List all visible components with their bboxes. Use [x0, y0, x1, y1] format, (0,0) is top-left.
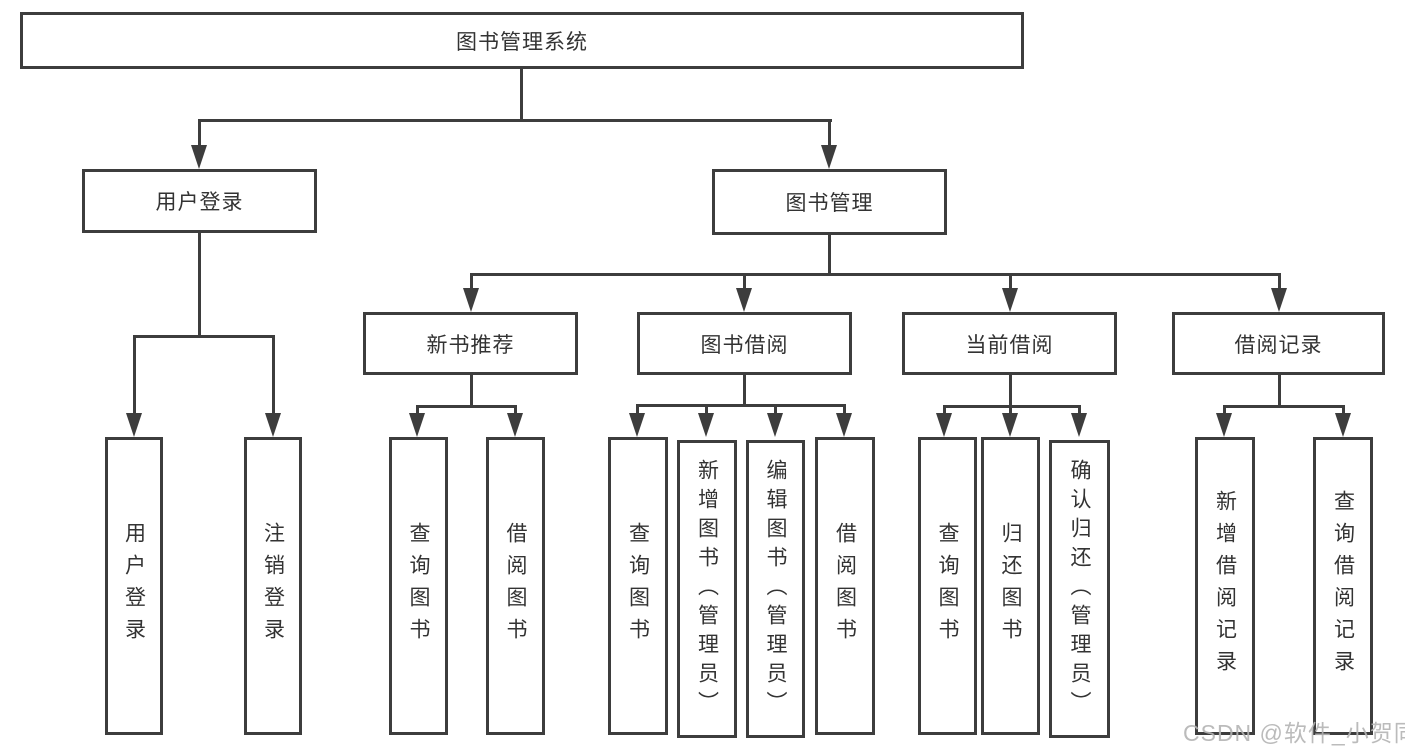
leaf-bb-edit-book: 编辑图书（管理员） [746, 440, 805, 738]
connector-borrow-record-rail [1223, 405, 1345, 408]
arrowhead-current-borrow [1002, 288, 1018, 312]
arrowhead-rec-borrow [507, 413, 523, 437]
arrowhead-borrow-record [1271, 288, 1287, 312]
connector-book-borrow-drop [743, 273, 746, 291]
leaf-bb-add-book: 新增图书（管理员） [677, 440, 737, 738]
arrowhead-new-book [463, 288, 479, 312]
leaf-br-query-record: 查询借阅记录 [1313, 437, 1373, 735]
leaf-cb-confirm-return: 确认归还（管理员） [1049, 440, 1110, 738]
connector-new-book-rail [416, 405, 517, 408]
arrowhead-cb-query [936, 413, 952, 437]
csdn-watermark: CSDN @软件_小贺同学 [1183, 720, 1405, 746]
node-book-borrow: 图书借阅 [637, 312, 852, 375]
connector-user-login-rail [133, 335, 275, 338]
leaf-rec-query-book: 查询图书 [389, 437, 448, 735]
connector-user-login-drop [198, 119, 201, 149]
connector-bb-query-drop [636, 404, 639, 416]
arrowhead-cb-confirm [1071, 413, 1087, 437]
connector-user-login-stem [198, 233, 201, 335]
connector-current-borrow-drop [1009, 273, 1012, 291]
leaf-cb-return-book: 归还图书 [981, 437, 1040, 735]
connector-bb-edit-drop [774, 404, 777, 416]
arrowhead-bb-add [698, 413, 714, 437]
connector-root-stem [520, 69, 523, 119]
node-current-borrow: 当前借阅 [902, 312, 1117, 375]
connector-cb-return-drop [1009, 405, 1012, 417]
connector-br-add-drop [1223, 405, 1226, 417]
arrowhead-br-query [1335, 413, 1351, 437]
arrowhead-book-mgmt [821, 145, 837, 169]
connector-book-borrow-stem [743, 375, 746, 406]
arrowhead-rec-query [409, 413, 425, 437]
node-book-mgmt: 图书管理 [712, 169, 947, 235]
connector-current-borrow-stem [1009, 375, 1012, 406]
connector-leaf-logout-drop [272, 335, 275, 417]
connector-br-query-drop [1342, 405, 1345, 417]
leaf-bb-query-book: 查询图书 [608, 437, 668, 735]
connector-book-mgmt-stem [828, 235, 831, 273]
connector-rec-borrow-drop [514, 405, 517, 417]
connector-level2-rail [198, 119, 832, 122]
connector-rec-query-drop [416, 405, 419, 417]
connector-borrow-record-stem [1278, 375, 1281, 406]
node-user-login: 用户登录 [82, 169, 317, 233]
arrowhead-br-add [1216, 413, 1232, 437]
connector-new-book-drop [470, 273, 473, 291]
connector-cb-confirm-drop [1078, 405, 1081, 417]
connector-bb-add-drop [705, 404, 708, 416]
connector-leaf-user-login-drop [133, 335, 136, 417]
connector-cb-query-drop [943, 405, 946, 417]
leaf-user-login: 用户登录 [105, 437, 163, 735]
arrowhead-bb-query [629, 413, 645, 437]
arrowhead-bb-edit [767, 413, 783, 437]
arrowhead-book-borrow [736, 288, 752, 312]
connector-level3-rail [470, 273, 1281, 276]
node-root: 图书管理系统 [20, 12, 1024, 69]
leaf-rec-borrow-book: 借阅图书 [486, 437, 545, 735]
arrowhead-leaf-logout [265, 413, 281, 437]
connector-book-borrow-rail [636, 404, 846, 407]
node-borrow-record: 借阅记录 [1172, 312, 1385, 375]
connector-bb-borrow-drop [843, 404, 846, 416]
arrowhead-leaf-user-login [126, 413, 142, 437]
connector-current-borrow-rail [943, 405, 1081, 408]
arrowhead-bb-borrow [836, 413, 852, 437]
connector-new-book-stem [470, 375, 473, 408]
connector-book-mgmt-drop [828, 119, 831, 149]
leaf-logout: 注销登录 [244, 437, 302, 735]
leaf-cb-query-book: 查询图书 [918, 437, 977, 735]
arrowhead-cb-return [1002, 413, 1018, 437]
arrowhead-user-login [191, 145, 207, 169]
connector-borrow-record-drop [1278, 273, 1281, 291]
leaf-br-add-record: 新增借阅记录 [1195, 437, 1255, 735]
leaf-bb-borrow-book: 借阅图书 [815, 437, 875, 735]
node-new-book-rec: 新书推荐 [363, 312, 578, 375]
